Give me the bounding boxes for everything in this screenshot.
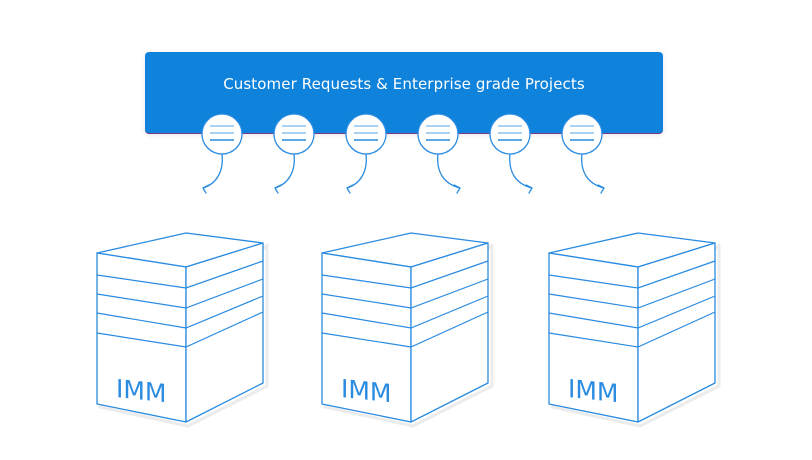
banner-title: Customer Requests & Enterprise grade Pro… (223, 75, 585, 93)
document-circle (417, 113, 459, 155)
server-shelf-line (96, 295, 264, 329)
server-shelf-line (96, 311, 264, 348)
arrow-line (437, 153, 461, 189)
server-label: IMM (341, 374, 391, 408)
server-shelf-line (548, 260, 716, 289)
request-item (345, 113, 387, 194)
imm-server: IMM (96, 232, 269, 428)
arrow-down-right-icon (525, 184, 533, 194)
server-shelf-line (321, 295, 489, 329)
document-circle (273, 113, 315, 155)
imm-server: IMM (321, 232, 494, 428)
document-circle (561, 113, 603, 155)
arrow-down-right-icon (597, 184, 605, 194)
server-side-face (637, 242, 716, 423)
server-shelf-line (96, 278, 264, 309)
arrow-down-right-icon (453, 184, 461, 194)
request-item (561, 113, 605, 194)
arrow-line (202, 153, 223, 189)
server-shelf-line (321, 260, 489, 289)
arrow-line (346, 153, 367, 189)
server-side-face (185, 242, 264, 423)
server-shelf-line (548, 295, 716, 329)
server-shelf-line (548, 311, 716, 348)
server-shelf-line (321, 278, 489, 309)
server-shelf-line (321, 311, 489, 348)
document-circle (201, 113, 243, 155)
document-lines-icon (282, 125, 306, 141)
imm-server: IMM (548, 232, 721, 428)
arrow-line (581, 153, 605, 189)
server-label: IMM (116, 374, 166, 408)
arrow-line (509, 153, 533, 189)
document-lines-icon (498, 125, 522, 141)
server-side-face (410, 242, 489, 423)
arrow-down-left-icon (202, 184, 210, 194)
request-item (489, 113, 533, 194)
document-circle (345, 113, 387, 155)
request-item (417, 113, 461, 194)
document-circle (489, 113, 531, 155)
request-item (201, 113, 243, 194)
server-shelf-line (548, 278, 716, 309)
request-item (273, 113, 315, 194)
arrow-down-left-icon (346, 184, 354, 194)
server-shelf-line (96, 260, 264, 289)
arrow-line (274, 153, 295, 189)
document-lines-icon (210, 125, 234, 141)
document-lines-icon (570, 125, 594, 141)
document-lines-icon (426, 125, 450, 141)
arrow-down-left-icon (274, 184, 282, 194)
document-lines-icon (354, 125, 378, 141)
server-label: IMM (568, 374, 618, 408)
